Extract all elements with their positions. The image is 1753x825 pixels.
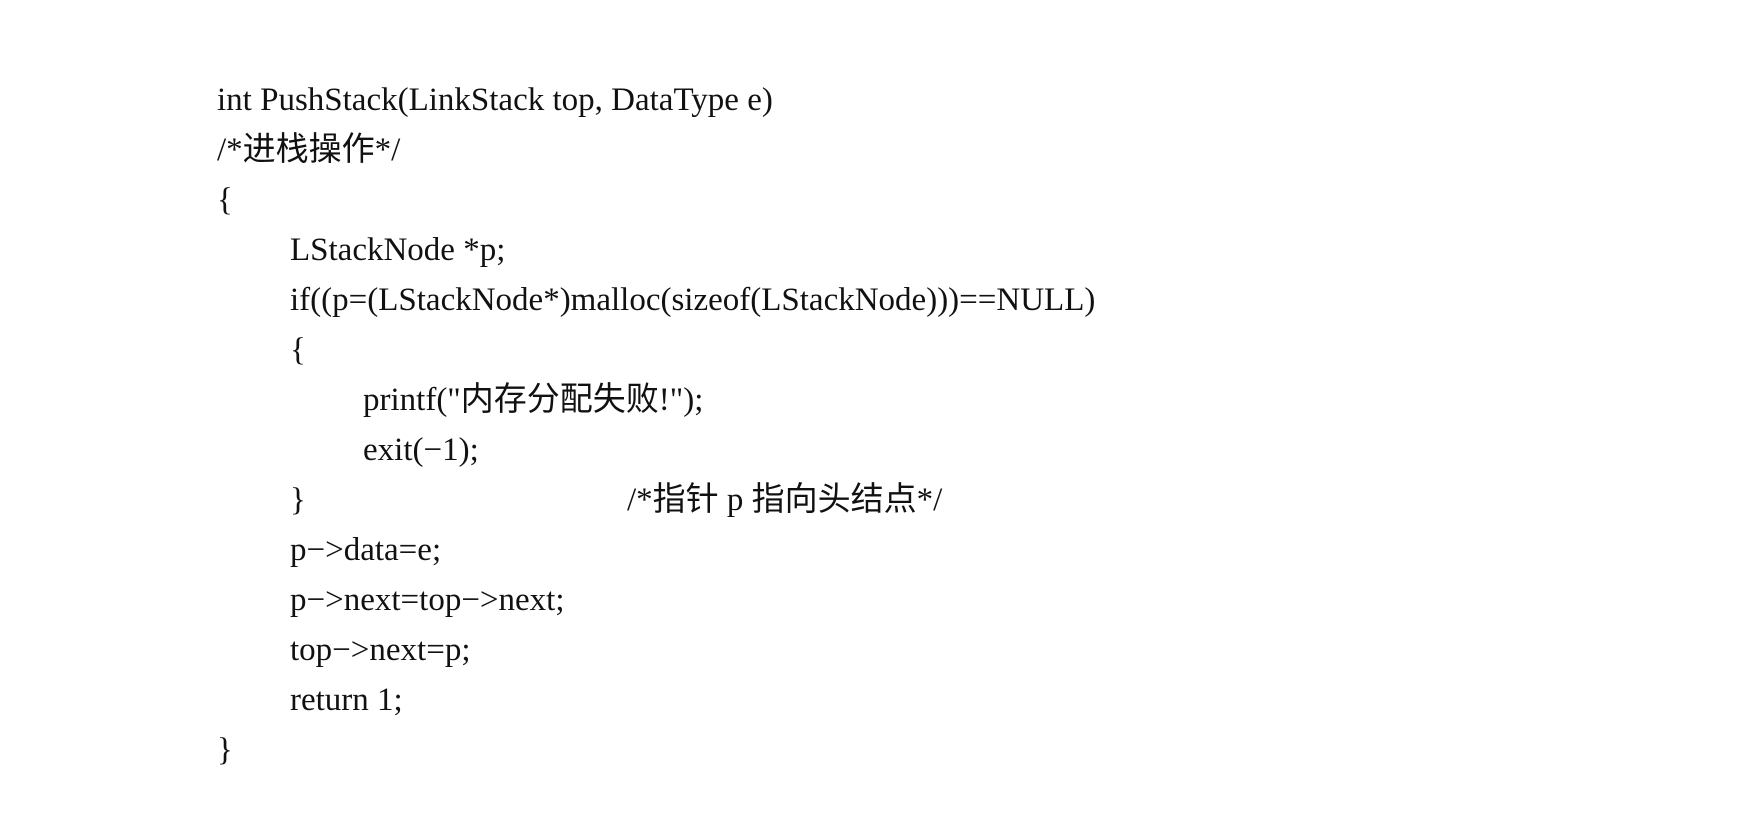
code-line-node-declaration: LStackNode *p; bbox=[290, 232, 506, 268]
code-line-return: return 1; bbox=[290, 682, 403, 718]
code-line-function-signature: int PushStack(LinkStack top, DataType e) bbox=[217, 82, 773, 118]
code-line-malloc-check: if((p=(LStackNode*)malloc(sizeof(LStackN… bbox=[290, 282, 1096, 318]
code-line-open-brace: { bbox=[217, 182, 233, 218]
code-line-if-open-brace: { bbox=[290, 332, 306, 368]
code-line-data-assignment: p−>data=e; /*指针 p 指向头结点*/ bbox=[257, 475, 942, 568]
code-line-printf: printf("内存分配失败!"); bbox=[363, 382, 704, 418]
code-listing: int PushStack(LinkStack top, DataType e)… bbox=[217, 82, 1096, 768]
code-line-top-next-assignment: top−>next=p; bbox=[290, 632, 471, 668]
code-comment-head-node: /*指针 p 指向头结点*/ bbox=[627, 482, 943, 518]
code-line-next-assignment: p−>next=top−>next; bbox=[290, 582, 565, 618]
code-line-if-close-brace: } bbox=[290, 482, 306, 518]
code-line-exit: exit(−1); bbox=[363, 432, 479, 468]
code-line-comment-push: /*进栈操作*/ bbox=[217, 132, 401, 168]
code-line-close-brace: } bbox=[217, 732, 233, 768]
